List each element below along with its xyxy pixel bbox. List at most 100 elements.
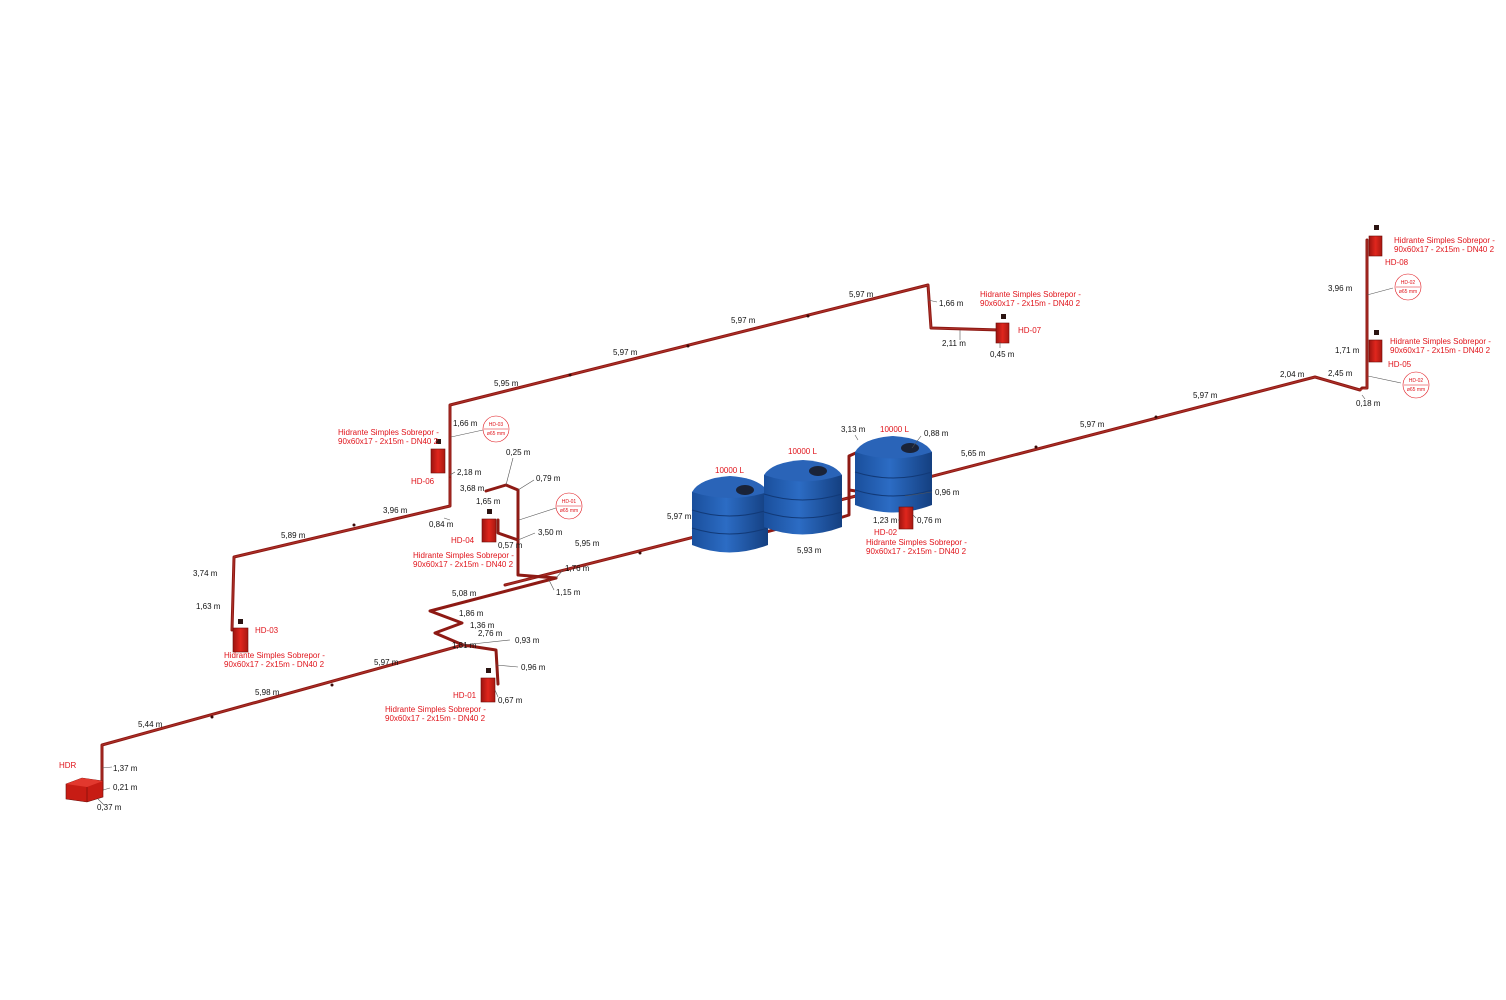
hydrant-desc: 90x60x17 - 2x15m - DN40 2 [866, 547, 967, 556]
dim-label: 2,04 m [1280, 370, 1305, 379]
hydrant-id: HD-08 [1385, 258, 1409, 267]
hydrant-id: HD-05 [1388, 360, 1412, 369]
dim-label: 0,84 m [429, 520, 454, 529]
hd-08-label: Hidrante Simples Sobrepor - 90x60x17 - 2… [1385, 236, 1495, 267]
dim-label: 5,97 m [1193, 391, 1218, 400]
dim-label: 1,86 m [459, 609, 484, 618]
dim-label: 0,96 m [935, 488, 960, 497]
tank-1-capacity: 10000 L [715, 466, 744, 475]
dim-label: 0,21 m [113, 783, 138, 792]
dim-label: 1,66 m [453, 419, 478, 428]
dim-label: 5,97 m [374, 658, 399, 667]
hd-02-label: Hidrante Simples Sobrepor - 90x60x17 - 2… [866, 528, 967, 556]
hd-01-label: Hidrante Simples Sobrepor - 90x60x17 - 2… [385, 691, 486, 723]
hd-07-cabinet [995, 314, 1010, 344]
dim-label: 5,08 m [452, 589, 477, 598]
dim-label: 3,68 m [460, 484, 485, 493]
hd-04-cabinet [481, 509, 497, 543]
dim-label: 0,25 m [506, 448, 531, 457]
tank-1 [691, 476, 769, 553]
dim-label: 5,65 m [961, 449, 986, 458]
alarm-icon [487, 509, 492, 514]
hydrant-desc: 90x60x17 - 2x15m - DN40 2 [338, 437, 439, 446]
dim-label: 5,97 m [849, 290, 874, 299]
hd-08-cabinet [1368, 225, 1383, 257]
hydrant-desc: 90x60x17 - 2x15m - DN40 2 [385, 714, 486, 723]
hd-05-label: Hidrante Simples Sobrepor - 90x60x17 - 2… [1388, 337, 1491, 369]
alarm-icon [238, 619, 243, 624]
dim-label: 5,97 m [731, 316, 756, 325]
dim-label: 1,36 m [470, 621, 495, 630]
diameter-bubble: HD-01 ø65 mm [518, 492, 583, 521]
dim-label: 5,89 m [281, 531, 306, 540]
dim-label: 0,93 m [515, 636, 540, 645]
dim-label: 0,79 m [536, 474, 561, 483]
hydrant-desc: 90x60x17 - 2x15m - DN40 2 [224, 660, 325, 669]
dim-label: 5,95 m [575, 539, 600, 548]
svg-text:HD-02: HD-02 [1401, 280, 1416, 286]
diameter-bubble: HD-03 ø65 mm [450, 415, 510, 443]
svg-text:HD-02: HD-02 [1409, 378, 1424, 384]
svg-text:HD-01: HD-01 [562, 499, 577, 505]
dim-label: 3,96 m [383, 506, 408, 515]
dim-label: 2,76 m [478, 629, 503, 638]
tank-3-capacity: 10000 L [880, 425, 909, 434]
tank-2 [763, 460, 843, 535]
dim-label: 1,71 m [1335, 346, 1360, 355]
hydrant-id: HD-07 [1018, 326, 1042, 335]
dim-label: 1,63 m [196, 602, 221, 611]
hydrant-id: HD-02 [874, 528, 898, 537]
hydrant-desc: Hidrante Simples Sobrepor - [980, 290, 1081, 299]
hydrant-id: HD-03 [255, 626, 279, 635]
hdr-box [65, 777, 104, 803]
dim-label: 0,57 m [498, 541, 523, 550]
dim-label: 1,76 m [565, 564, 590, 573]
dim-label: 0,88 m [924, 429, 949, 438]
hydrant-desc: 90x60x17 - 2x15m - DN40 2 [413, 560, 514, 569]
dim-label: 5,97 m [613, 348, 638, 357]
hydrant-desc: Hidrante Simples Sobrepor - [224, 651, 325, 660]
dim-label: 0,18 m [1356, 399, 1381, 408]
hydrant-desc: 90x60x17 - 2x15m - DN40 2 [980, 299, 1081, 308]
dim-label: 1,23 m [873, 516, 898, 525]
dim-label: 1,81 m [452, 641, 477, 650]
dim-label: 0,76 m [917, 516, 942, 525]
tank-vent-icon [736, 485, 754, 495]
hydrant-desc: Hidrante Simples Sobrepor - [866, 538, 967, 547]
hydrant-desc: 90x60x17 - 2x15m - DN40 2 [1394, 245, 1495, 254]
tank-3 [854, 436, 933, 513]
tank-2-capacity: 10000 L [788, 447, 817, 456]
svg-text:ø65 mm: ø65 mm [1399, 289, 1417, 295]
dim-label: 3,96 m [1328, 284, 1353, 293]
tank-vent-icon [901, 443, 919, 453]
svg-text:HD-03: HD-03 [489, 422, 504, 428]
dim-label: 2,45 m [1328, 369, 1353, 378]
tank-vent-icon [809, 466, 827, 476]
hydrant-desc: Hidrante Simples Sobrepor - [1390, 337, 1491, 346]
dim-label: 5,97 m [667, 512, 692, 521]
hydrant-desc: Hidrante Simples Sobrepor - [338, 428, 439, 437]
alarm-icon [1001, 314, 1006, 319]
svg-text:ø65 mm: ø65 mm [560, 508, 578, 514]
hd-03-cabinet [232, 619, 249, 653]
hd-01-cabinet [480, 668, 496, 703]
dim-label: 0,45 m [990, 350, 1015, 359]
svg-text:ø65 mm: ø65 mm [1407, 387, 1425, 393]
hd-06-cabinet [430, 439, 446, 474]
hd-02-cabinet [898, 506, 914, 530]
hd-06-label: Hidrante Simples Sobrepor - 90x60x17 - 2… [338, 428, 439, 486]
hydrant-id: HD-04 [451, 536, 475, 545]
alarm-icon [1374, 225, 1379, 230]
hydrant-id: HD-06 [411, 477, 435, 486]
dim-label: 0,96 m [521, 663, 546, 672]
svg-text:ø65 mm: ø65 mm [487, 431, 505, 437]
dim-label: 3,13 m [841, 425, 866, 434]
dim-label: 5,95 m [494, 379, 519, 388]
alarm-icon [1374, 330, 1379, 335]
hydrant-desc: 90x60x17 - 2x15m - DN40 2 [1390, 346, 1491, 355]
diameter-bubble: HD-02 ø65 mm [1367, 371, 1430, 399]
dim-label: 1,37 m [113, 764, 138, 773]
hydrant-id: HD-01 [453, 691, 477, 700]
leader-lines [97, 299, 1366, 806]
